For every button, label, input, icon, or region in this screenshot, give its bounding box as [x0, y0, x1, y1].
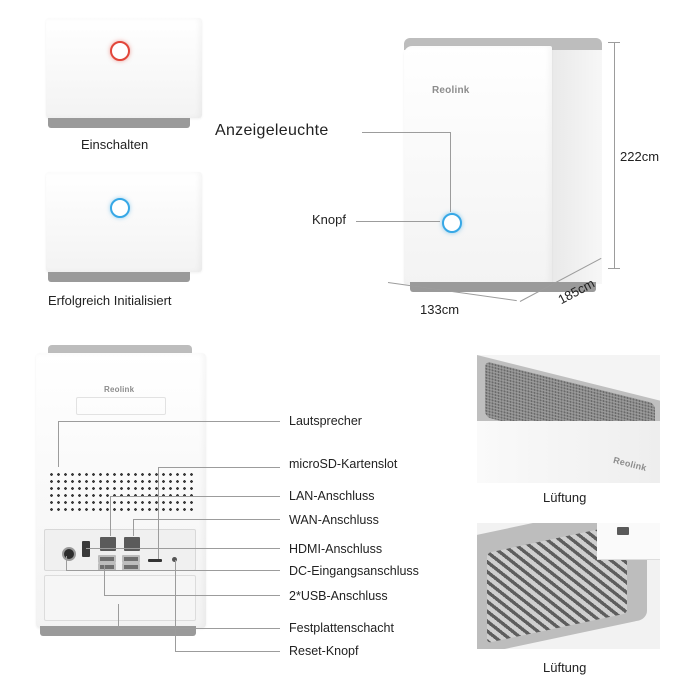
leader-reset — [175, 651, 280, 652]
vent-top-closeup: Reolink — [477, 355, 660, 483]
leader-lan-v — [110, 496, 111, 536]
corner-port — [617, 527, 629, 535]
initialized-indicator-ring-icon — [110, 198, 130, 218]
indicator-leader-h — [362, 132, 450, 133]
device-body — [46, 172, 202, 272]
vent-bottom-closeup — [477, 523, 660, 649]
leader-dc-v — [66, 556, 67, 570]
callout-microsd: microSD-Kartenslot — [289, 457, 398, 471]
leader-wan-v — [133, 519, 134, 536]
power-on-caption: Einschalten — [81, 137, 149, 152]
device-side-panel — [548, 48, 602, 284]
device-base — [48, 272, 190, 282]
vent-top-caption: Lüftung — [543, 490, 587, 505]
indicator-label: Anzeigeleuchte — [215, 122, 329, 139]
height-tick-bottom — [608, 268, 620, 269]
leader-microsd-v — [158, 467, 159, 559]
leader-drive-bay-v — [118, 604, 119, 628]
indicator-leader-v — [450, 132, 451, 212]
height-dimension: 222cm — [620, 149, 660, 164]
callout-usb: 2*USB-Anschluss — [289, 589, 388, 603]
power-button-icon — [442, 213, 462, 233]
leader-drive-bay — [118, 628, 280, 629]
callout-dc-input: DC-Eingangsanschluss — [289, 564, 419, 578]
leader-speaker-v — [58, 421, 59, 467]
leader-reset-v — [175, 560, 176, 651]
device-base — [48, 118, 190, 128]
usb-port-3 — [122, 555, 140, 563]
regulatory-label — [76, 397, 166, 415]
button-leader — [356, 221, 440, 222]
device-body — [46, 18, 202, 118]
status-unit-initialized — [46, 172, 202, 284]
callout-hdmi: HDMI-Anschluss — [289, 542, 383, 556]
device-front-face — [404, 46, 552, 284]
callout-drive-bay: Festplattenschacht — [289, 621, 394, 635]
leader-wan — [133, 519, 280, 520]
button-label: Knopf — [312, 212, 346, 227]
front-view: Reolink — [390, 18, 620, 318]
leader-usb-v — [104, 565, 105, 595]
brand-logo: Reolink — [104, 385, 135, 394]
callout-reset: Reset-Knopf — [289, 644, 359, 658]
leader-microsd — [158, 467, 280, 468]
usb-port-1 — [98, 555, 116, 563]
reset-button — [172, 557, 177, 562]
dc-input-port — [62, 547, 76, 561]
brand-logo: Reolink — [432, 85, 470, 96]
callout-lan: LAN-Anschluss — [289, 489, 375, 503]
speaker-grille — [48, 471, 194, 515]
initialized-caption: Erfolgreich Initialisiert — [48, 293, 172, 308]
vent-bottom-caption: Lüftung — [543, 660, 587, 675]
device-top-rim — [48, 345, 192, 355]
leader-speaker — [58, 421, 280, 422]
leader-dc — [66, 570, 280, 571]
leader-usb — [104, 595, 280, 596]
leader-hdmi — [86, 548, 280, 549]
device-base — [410, 282, 596, 292]
callout-wan: WAN-Anschluss — [289, 513, 379, 527]
width-dimension: 133cm — [420, 302, 460, 317]
power-indicator-ring-icon — [110, 41, 130, 61]
height-tick-top — [608, 42, 620, 43]
wan-port — [124, 537, 140, 551]
microsd-slot — [148, 559, 162, 562]
back-view: Reolink — [36, 345, 206, 645]
lan-port — [100, 537, 116, 551]
status-unit-power-on — [46, 18, 202, 130]
drive-bay-door — [44, 575, 196, 621]
vent-top-body — [477, 421, 660, 483]
device-base — [40, 626, 196, 636]
callout-speaker: Lautsprecher — [289, 414, 362, 428]
leader-lan — [110, 496, 280, 497]
hdmi-port — [82, 541, 90, 557]
height-dimension-line — [614, 42, 615, 268]
